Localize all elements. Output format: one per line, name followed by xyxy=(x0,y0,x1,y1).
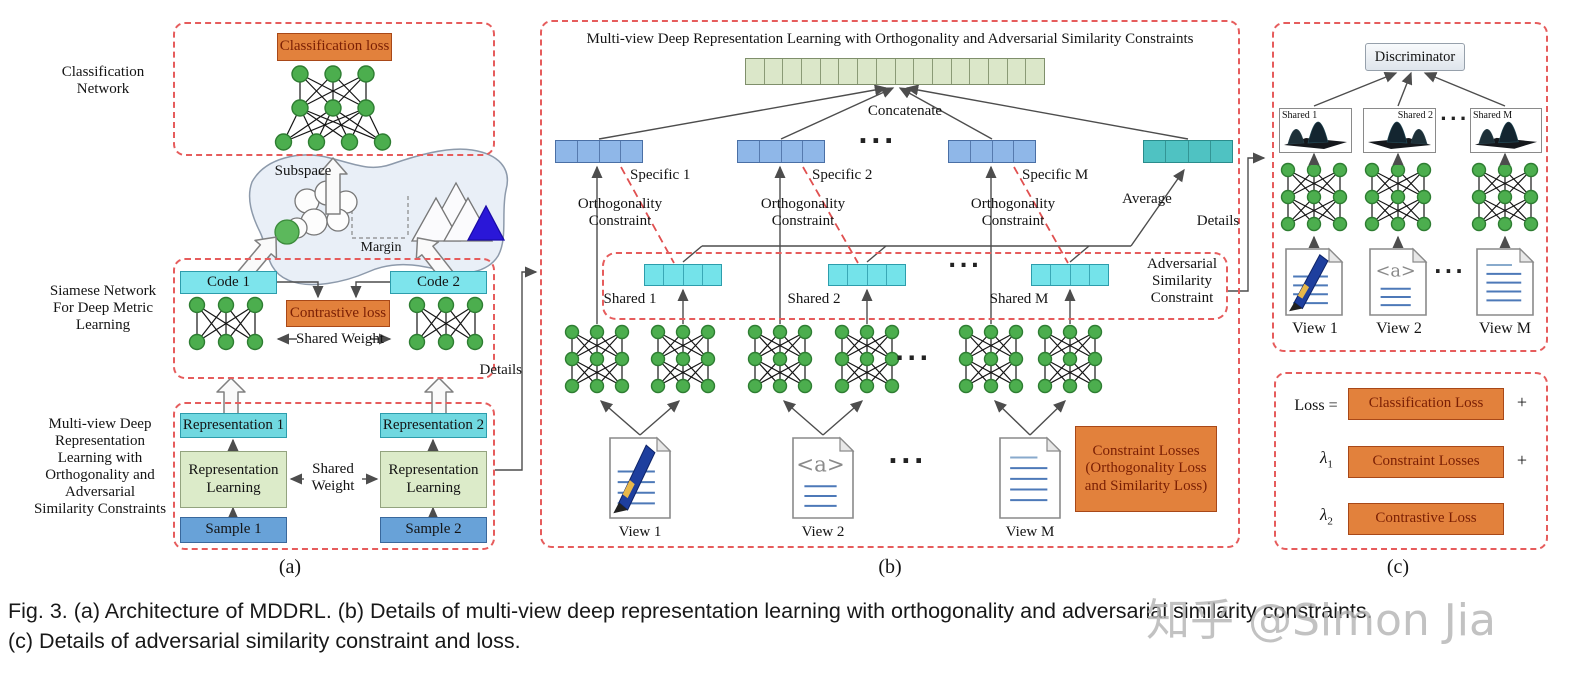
concatenated-vector-bar xyxy=(745,58,1045,85)
watermark: 知乎 @Simon Jia xyxy=(1146,595,1496,646)
shared-1-thumb-label: Shared 1 xyxy=(1282,110,1318,121)
discriminator-box: Discriminator xyxy=(1365,43,1465,71)
panel-b-tag: (b) xyxy=(878,556,902,578)
classification-loss-term-box: Classification Loss xyxy=(1348,388,1504,420)
loss-equation-prefix: Loss = xyxy=(1294,397,1338,414)
classification-network-label: Classification Network xyxy=(61,64,145,97)
plus-sign-2: + xyxy=(1516,450,1528,470)
specific-m-label: Specific M xyxy=(1022,167,1089,183)
shared-m-distribution-thumbnail: Shared M xyxy=(1470,108,1542,153)
shared-m-label: Shared M xyxy=(989,291,1049,307)
code-2-box: Code 2 xyxy=(390,271,487,294)
shared-1-label: Shared 1 xyxy=(603,291,657,307)
specific-1-label: Specific 1 xyxy=(630,167,691,183)
shared-1-bar xyxy=(644,264,722,286)
code-1-box: Code 1 xyxy=(180,271,277,294)
details-label-b: Details xyxy=(1196,213,1240,229)
network-row-ellipsis: ... xyxy=(895,338,932,366)
representation-learning-1-box: Representation Learning xyxy=(180,451,287,508)
constraint-losses-box: Constraint Losses (Orthogonality Loss an… xyxy=(1075,426,1217,512)
panel-c-loss-box xyxy=(1274,372,1548,550)
shared-m-bar xyxy=(1031,264,1109,286)
lambda-2-symbol: λ xyxy=(1320,505,1328,524)
representation-2-box: Representation 2 xyxy=(380,413,487,438)
contrastive-loss-term-box: Contrastive Loss xyxy=(1348,503,1504,535)
view-m-label-b: View M xyxy=(1005,524,1055,540)
view-1-label-b: View 1 xyxy=(618,524,662,540)
green-sample-point xyxy=(274,219,300,245)
specific-2-bar xyxy=(737,140,825,163)
shared-2-distribution-thumbnail: Shared 2 xyxy=(1363,108,1436,153)
orthogonality-constraint-m-label: Orthogonality Constraint xyxy=(970,196,1056,229)
adversarial-constraint-box xyxy=(602,252,1228,320)
surface-plot-icon xyxy=(1368,121,1431,149)
view-m-label-c: View M xyxy=(1479,320,1531,337)
margin-dashes xyxy=(351,196,409,239)
figure-caption-line2: (c) Details of adversarial similarity co… xyxy=(8,629,521,653)
sample-1-box: Sample 1 xyxy=(180,517,287,543)
doc-row-ellipsis-c: ... xyxy=(1434,254,1466,278)
panel-a-mddrl-box xyxy=(173,402,495,550)
specific-1-bar xyxy=(555,140,643,163)
surface-plot-icon xyxy=(1474,121,1538,149)
subspace-circle-cluster xyxy=(274,180,358,245)
orthogonality-constraint-1-label: Orthogonality Constraint xyxy=(577,196,663,229)
lambda-2-coefficient: λ2 xyxy=(1320,505,1333,527)
constraint-losses-term-box: Constraint Losses xyxy=(1348,446,1504,478)
panel-c-tag: (c) xyxy=(1386,556,1410,578)
representation-1-box: Representation 1 xyxy=(180,413,287,438)
shared-weight-label-bottom: Shared Weight xyxy=(311,461,355,494)
plus-sign-1: + xyxy=(1516,392,1528,412)
shared-2-label: Shared 2 xyxy=(787,291,841,307)
orthogonality-constraint-2-label: Orthogonality Constraint xyxy=(760,196,846,229)
specific-2-label: Specific 2 xyxy=(812,167,873,183)
specific-row-ellipsis: ... xyxy=(858,120,897,150)
contrastive-loss-box: Contrastive loss xyxy=(286,300,390,327)
concatenate-label: Concatenate xyxy=(867,103,943,119)
view-1-label-c: View 1 xyxy=(1292,320,1338,337)
margin-label: Margin xyxy=(360,240,402,255)
panel-a-tag: (a) xyxy=(278,556,302,578)
surface-plot-icon xyxy=(1284,121,1347,149)
thumb-row-ellipsis: ... xyxy=(1440,104,1470,125)
lambda-2-subscript: 2 xyxy=(1327,515,1333,528)
panel-b-title: Multi-view Deep Representation Learning … xyxy=(586,31,1194,47)
shared-2-thumb-label: Shared 2 xyxy=(1397,110,1433,121)
specific-m-bar xyxy=(948,140,1036,163)
doc-row-ellipsis-b: ... xyxy=(888,440,927,470)
lambda-1-subscript: 1 xyxy=(1327,458,1333,471)
shared-2-bar xyxy=(828,264,906,286)
details-label-a: Details xyxy=(479,362,523,378)
panel-c-adversarial-box xyxy=(1272,22,1548,352)
figure-caption-line1: Fig. 3. (a) Architecture of MDDRL. (b) D… xyxy=(8,599,1373,623)
siamese-network-label: Siamese Network For Deep Metric Learning xyxy=(49,283,157,333)
shared-1-distribution-thumbnail: Shared 1 xyxy=(1279,108,1352,153)
lambda-1-symbol: λ xyxy=(1320,448,1328,467)
view-2-label-b: View 2 xyxy=(801,524,845,540)
average-label: Average xyxy=(1122,191,1172,207)
view-2-label-c: View 2 xyxy=(1376,320,1422,337)
subspace-triangle-cluster xyxy=(410,181,506,242)
subspace-label: Subspace xyxy=(274,163,332,179)
mddrl-side-label: Multi-view Deep Representation Learning … xyxy=(33,416,167,517)
adversarial-similarity-constraint-label: Adversarial Similarity Constraint xyxy=(1147,256,1217,306)
lambda-1-coefficient: λ1 xyxy=(1320,448,1333,470)
representation-learning-2-box: Representation Learning xyxy=(380,451,487,508)
shared-m-thumb-label: Shared M xyxy=(1473,110,1513,121)
average-bar xyxy=(1143,140,1233,163)
shared-row-ellipsis: ... xyxy=(948,248,983,273)
classification-loss-box: Classification loss xyxy=(277,33,392,61)
sample-2-box: Sample 2 xyxy=(380,517,487,543)
shared-weight-label-top: Shared Weight xyxy=(296,331,385,347)
blue-sample-point xyxy=(466,204,506,241)
